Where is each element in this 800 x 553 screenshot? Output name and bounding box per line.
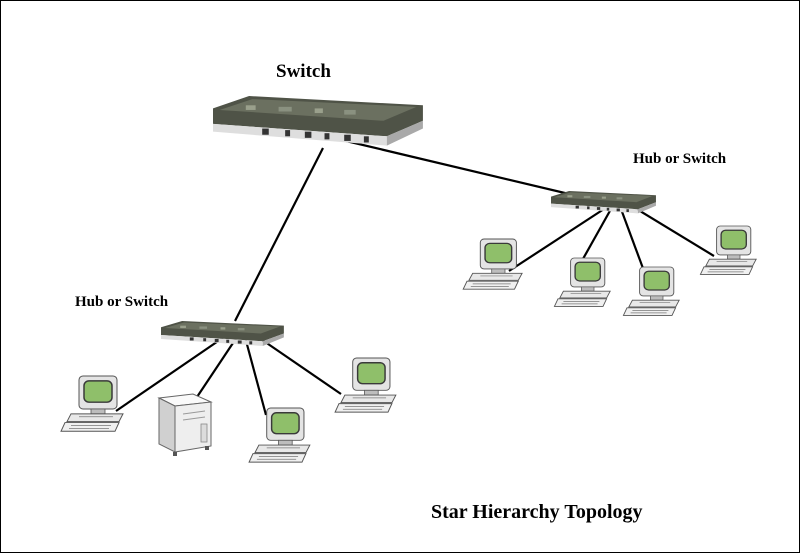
right-hub-label: Hub or Switch — [633, 151, 727, 167]
right-hub-icon — [551, 191, 656, 214]
left-hub-label: Hub or Switch — [75, 294, 169, 310]
uplink-cable-right — [345, 139, 587, 200]
desktop-computer-icon — [248, 407, 311, 463]
cable-right-pc3 — [619, 208, 646, 272]
core-switch-icon — [213, 96, 423, 146]
cable-right-pc4 — [634, 207, 715, 257]
cable-right-pc1 — [508, 208, 605, 272]
cable-right-pc2 — [578, 208, 612, 267]
desktop-computer-icon — [699, 225, 757, 276]
desktop-computer-icon — [622, 266, 680, 317]
desktop-computer-icon — [334, 357, 397, 413]
uplink-cable-left — [234, 147, 324, 322]
core-switch-label: Switch — [276, 61, 331, 82]
cable-left-pc3 — [254, 334, 342, 395]
desktop-computer-icon — [60, 375, 124, 433]
left-hub-icon — [161, 321, 284, 346]
desktop-computer-icon — [462, 238, 523, 290]
network-cables — [115, 139, 715, 416]
diagram-caption: Star Hierarchy Topology — [431, 501, 643, 523]
cable-left-pc2 — [243, 336, 268, 416]
server-tower-icon — [157, 393, 213, 456]
cable-left-server — [192, 336, 238, 404]
cable-left-pc1 — [115, 334, 228, 412]
desktop-computer-icon — [553, 257, 611, 308]
